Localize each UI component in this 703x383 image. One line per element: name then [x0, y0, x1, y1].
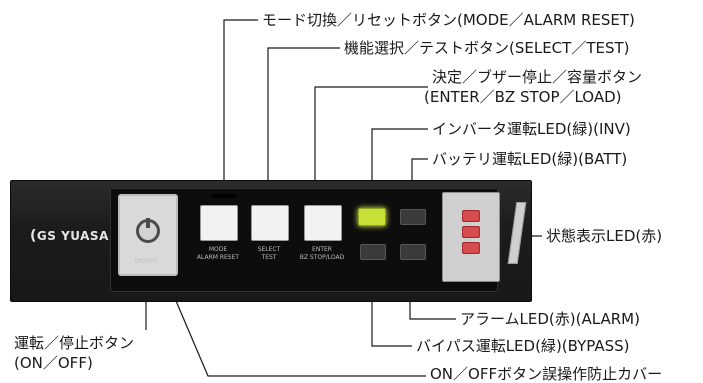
label-bypass-led: バイパス運転LED(緑)(BYPASS)	[416, 337, 630, 355]
label-inv-led: インバータ運転LED(緑)(INV)	[432, 120, 631, 138]
label-mode-button: モード切換／リセットボタン(MODE／ALARM RESET)	[262, 11, 635, 29]
mode-sub-2: ALARM RESET	[196, 254, 240, 261]
onoff-sub-label: ON/OFF	[134, 258, 158, 265]
select-sub-1: SELECT	[257, 246, 281, 253]
power-icon[interactable]	[136, 218, 160, 243]
label-select-button: 機能選択／テストボタン(SELECT／TEST)	[344, 39, 630, 57]
label-enter-button-1: 決定／ブザー停止／容量ボタン	[432, 68, 643, 86]
enter-button[interactable]	[304, 205, 342, 241]
label-onoff-cover: ON／OFFボタン誤操作防止カバー	[430, 365, 663, 383]
status-led-1	[462, 210, 480, 222]
label-batt-led: バッテリ運転LED(緑)(BATT)	[432, 150, 628, 168]
status-led-2	[462, 226, 480, 238]
leader-mode	[223, 19, 258, 205]
label-onoff-button-1: 運転／停止ボタン	[14, 334, 135, 352]
batt-led	[400, 209, 426, 225]
mode-button[interactable]	[200, 205, 238, 241]
label-enter-button-2: (ENTER／BZ STOP／LOAD)	[424, 88, 622, 106]
leader-select	[267, 47, 340, 205]
leader-cover	[161, 267, 426, 377]
bypass-led	[360, 244, 386, 260]
enter-sub-2: BZ STOP/LOAD	[299, 254, 345, 261]
enter-sub-1: ENTER	[312, 246, 332, 253]
status-led-3	[462, 242, 480, 254]
select-sub-2: TEST	[261, 254, 277, 261]
label-onoff-button-2: (ON／OFF)	[14, 354, 93, 372]
label-status-led: 状態表示LED(赤)	[546, 227, 663, 245]
bezel-notch	[212, 194, 236, 198]
alarm-led	[400, 244, 426, 260]
inv-led	[358, 208, 386, 226]
brand-logo: (GS YUASA	[30, 228, 109, 244]
label-alarm-led: アラームLED(赤)(ALARM)	[460, 310, 640, 328]
mode-sub-1: MODE	[208, 246, 228, 253]
leader-enter	[314, 86, 428, 205]
select-button[interactable]	[251, 205, 289, 241]
